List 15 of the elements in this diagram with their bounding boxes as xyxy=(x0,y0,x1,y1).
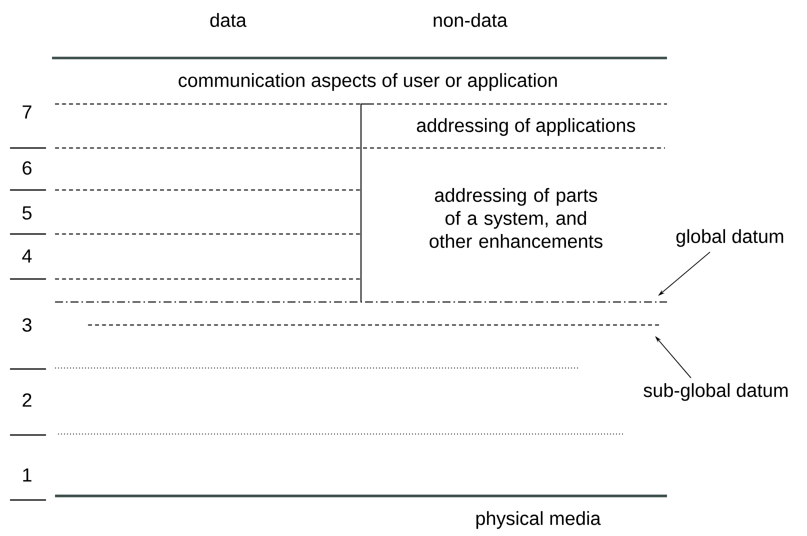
layer-number: 6 xyxy=(22,161,32,175)
layer-description: communication aspects of user or application xyxy=(178,73,557,91)
annotation-text: global datum xyxy=(676,229,784,247)
layer-number: 2 xyxy=(22,393,32,407)
layer-number: 5 xyxy=(22,206,32,220)
layer-number: 4 xyxy=(22,249,32,263)
layer-description: addressing of parts of a system, and other enhancements xyxy=(430,188,602,248)
layer-number: 1 xyxy=(23,468,32,482)
layer-number: 7 xyxy=(22,105,32,119)
column-heading: non-data xyxy=(434,13,508,27)
column-heading: data xyxy=(210,13,246,27)
annotation-text: sub-global datum xyxy=(644,383,788,401)
layer-description: addressing of applications xyxy=(416,118,636,136)
media-label: physical media xyxy=(476,511,601,529)
layer-number: 3 xyxy=(22,318,32,332)
